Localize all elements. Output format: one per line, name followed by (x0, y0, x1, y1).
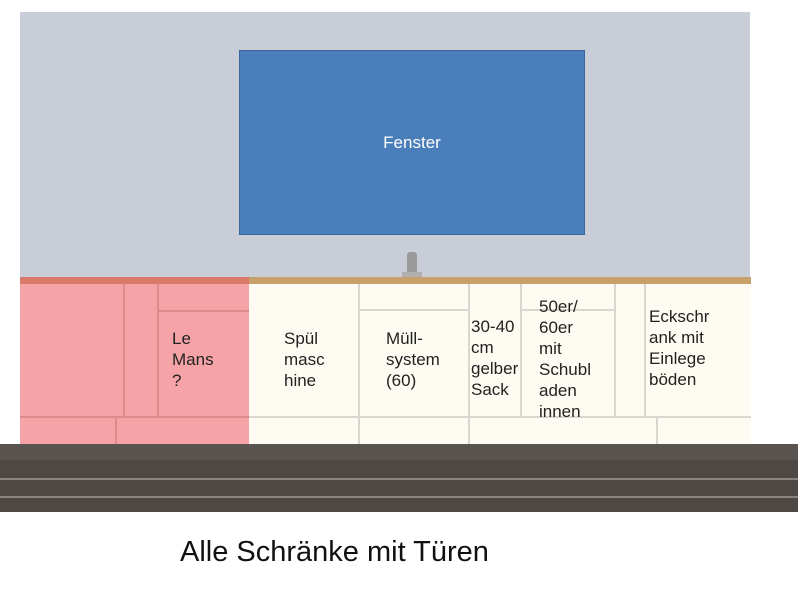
cabinet-label-yellow-bag: 30-40 cm gelber Sack (471, 317, 519, 399)
cabinet-label-le-mans: Le Mans ? (172, 329, 214, 390)
window-label: Fenster (383, 133, 441, 152)
drawer-line (360, 309, 468, 311)
plinth-divider (656, 416, 658, 444)
floor-edge (0, 444, 798, 460)
countertop (20, 277, 751, 284)
cabinet-label-dishwasher: Spül masc hine (284, 329, 325, 390)
faucet-icon (407, 252, 417, 276)
cabinet-label-waste-system: Müll- system (60) (386, 329, 440, 390)
cabinet-divider (520, 284, 522, 416)
drawer-line (522, 309, 614, 311)
cabinet-divider (358, 284, 360, 444)
cabinet-label-drawers: 50er/ 60er mit Schubl aden innen (539, 297, 591, 421)
countertop-highlight (20, 277, 249, 284)
cabinet-divider (157, 310, 249, 312)
faucet-base (402, 272, 422, 278)
window: Fenster (239, 50, 585, 235)
plinth-divider (115, 416, 117, 444)
cabinet-highlight-block (20, 284, 249, 444)
cabinet-divider (157, 284, 159, 416)
floor (0, 460, 798, 512)
cabinet-divider (644, 284, 646, 416)
floor-grout (0, 496, 798, 498)
floor-grout (0, 478, 798, 480)
cabinet-divider (123, 284, 125, 416)
cabinet-divider (468, 284, 470, 444)
cabinet-label-corner: Eckschr ank mit Einlege böden (649, 307, 710, 389)
plinth-line (20, 416, 249, 418)
plinth-line (249, 416, 751, 418)
caption: Alle Schränke mit Türen (180, 536, 489, 568)
cabinet-divider (614, 284, 616, 416)
